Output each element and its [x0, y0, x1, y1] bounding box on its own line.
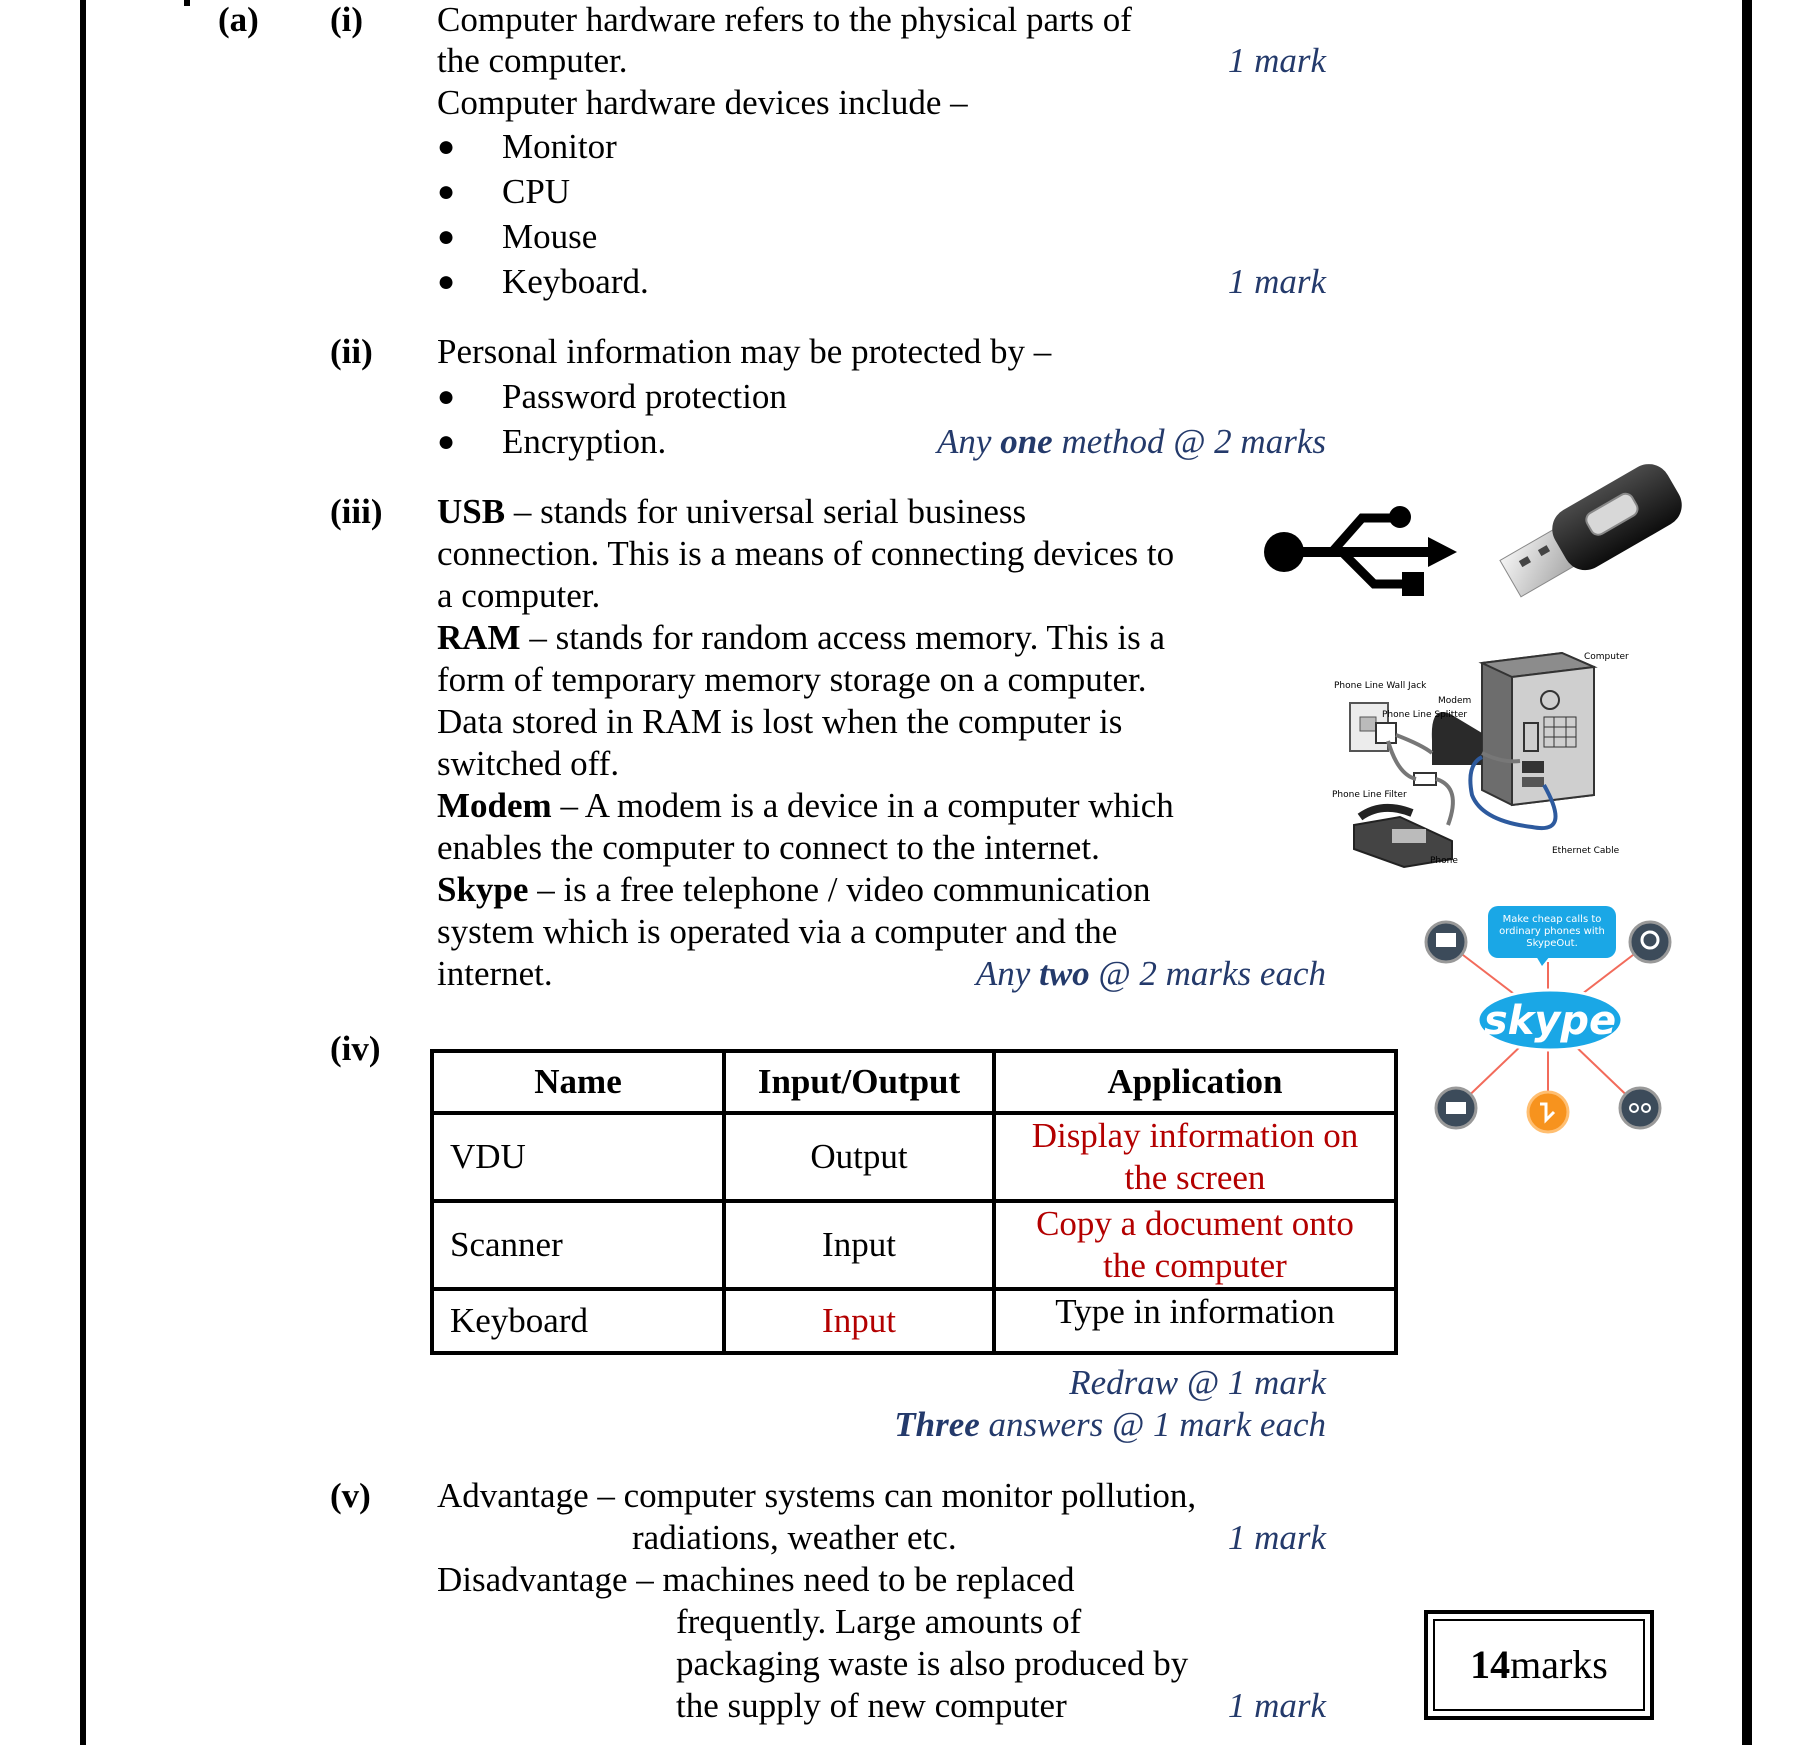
- usb-symbol-icon: [1264, 506, 1457, 596]
- modem-line1: Modem – A modem is a device in a compute…: [437, 786, 1174, 825]
- ram-line2: form of temporary memory storage on a co…: [437, 660, 1147, 699]
- q-i-number: (i): [330, 0, 364, 39]
- q-v-mark2: 1 mark: [1227, 1686, 1326, 1725]
- label-modem: Modem: [1438, 696, 1471, 706]
- label-splitter: Phone Line Splitter: [1382, 710, 1467, 720]
- q-ii-bullet-1: Password protection: [502, 377, 787, 416]
- ram-line1: RAM – stands for random access memory. T…: [437, 618, 1166, 657]
- q-iv-mark1: Redraw @ 1 mark: [1069, 1363, 1326, 1402]
- bubble-line1: Make cheap calls to: [1503, 914, 1602, 925]
- disadvantage-line4: the supply of new computer: [676, 1686, 1067, 1725]
- usb-line1: USB – stands for universal serial busine…: [437, 492, 1027, 531]
- label-filter: Phone Line Filter: [1332, 790, 1407, 800]
- cell-io: Input: [722, 1199, 996, 1291]
- io-devices-table: Name Input/Output Application VDU Output…: [430, 1049, 1398, 1355]
- skype-line2: system which is operated via a computer …: [437, 912, 1118, 951]
- skype-line3: internet.: [437, 954, 553, 993]
- q-i-line3: Computer hardware devices include –: [437, 83, 968, 122]
- q-i-bullet-1: Monitor: [502, 127, 617, 166]
- header-application: Application: [992, 1049, 1398, 1115]
- q-iii-number: (iii): [330, 492, 383, 531]
- header-name: Name: [430, 1049, 726, 1115]
- bullet-icon: ●: [437, 380, 456, 413]
- label-wall-jack: Phone Line Wall Jack: [1334, 681, 1427, 691]
- q-iv-mark2: Three answers @ 1 mark each: [894, 1405, 1326, 1444]
- bullet-icon: ●: [437, 265, 456, 298]
- q-i-mark1: 1 mark: [1227, 41, 1326, 80]
- right-border-rule: [1742, 0, 1752, 1745]
- disadvantage-line1: Disadvantage – machines need to be repla…: [437, 1560, 1075, 1599]
- usb-line3: a computer.: [437, 576, 601, 615]
- q-i-line1: Computer hardware refers to the physical…: [437, 0, 1132, 39]
- bullet-icon: ●: [437, 425, 456, 458]
- ram-line4: switched off.: [437, 744, 620, 783]
- bubble-line2: ordinary phones with: [1499, 926, 1605, 937]
- label-computer: Computer: [1584, 652, 1629, 662]
- bullet-icon: ●: [437, 130, 456, 163]
- skype-network-graphic: Make cheap calls to ordinary phones with…: [1424, 906, 1672, 1134]
- skype-logo-text: skype: [1484, 998, 1616, 1044]
- disadvantage-line2: frequently. Large amounts of: [676, 1602, 1082, 1641]
- header-input-output: Input/Output: [722, 1049, 996, 1115]
- cell-name: VDU: [430, 1111, 726, 1203]
- q-ii-bullet-2: Encryption.: [502, 422, 667, 461]
- q-v-number: (v): [330, 1476, 371, 1515]
- total-marks-box: 14 marks: [1424, 1610, 1654, 1720]
- usb-line2: connection. This is a means of connectin…: [437, 534, 1175, 573]
- cell-application: Type in information: [992, 1287, 1398, 1355]
- table-header-row: Name Input/Output Application: [430, 1049, 1398, 1115]
- q-v-mark1: 1 mark: [1227, 1518, 1326, 1557]
- modem-connection-diagram: Computer Phone Line Wall Jack Modem Phon…: [1332, 651, 1629, 869]
- bullet-icon: ●: [437, 220, 456, 253]
- ram-line3: Data stored in RAM is lost when the comp…: [437, 702, 1123, 741]
- modem-line2: enables the computer to connect to the i…: [437, 828, 1100, 867]
- cell-io: Input: [722, 1287, 996, 1355]
- label-phone: Phone: [1430, 856, 1458, 866]
- bubble-line3: SkypeOut.: [1526, 938, 1578, 949]
- cell-name: Scanner: [430, 1199, 726, 1291]
- q-iii-mark: Any two @ 2 marks each: [975, 954, 1326, 993]
- usb-flash-drive-icon: [1499, 464, 1682, 598]
- left-border-rule: [80, 0, 86, 1745]
- advantage-line2: radiations, weather etc.: [632, 1518, 957, 1557]
- skype-line1: Skype – is a free telephone / video comm…: [437, 870, 1151, 909]
- total-marks-text: 14 marks: [1433, 1619, 1645, 1711]
- q-ii-mark: Any one method @ 2 marks: [937, 422, 1326, 461]
- q-i-bullet-4: Keyboard.: [502, 262, 649, 301]
- top-corner-mark: [184, 0, 190, 6]
- cell-io: Output: [722, 1111, 996, 1203]
- part-a-label: (a): [218, 0, 259, 39]
- label-ethernet: Ethernet Cable: [1552, 846, 1620, 856]
- q-i-line2: the computer.: [437, 41, 628, 80]
- table-row: Keyboard Input Type in information: [430, 1287, 1398, 1355]
- q-i-bullet-3: Mouse: [502, 217, 598, 256]
- disadvantage-line3: packaging waste is also produced by: [676, 1644, 1189, 1683]
- q-iv-number: (iv): [330, 1029, 381, 1068]
- q-i-bullet-2: CPU: [502, 172, 571, 211]
- advantage-line1: Advantage – computer systems can monitor…: [437, 1476, 1197, 1515]
- bullet-icon: ●: [437, 175, 456, 208]
- q-ii-number: (ii): [330, 332, 373, 371]
- q-i-mark2: 1 mark: [1227, 262, 1326, 301]
- cell-name: Keyboard: [430, 1287, 726, 1355]
- q-ii-intro: Personal information may be protected by…: [437, 332, 1052, 371]
